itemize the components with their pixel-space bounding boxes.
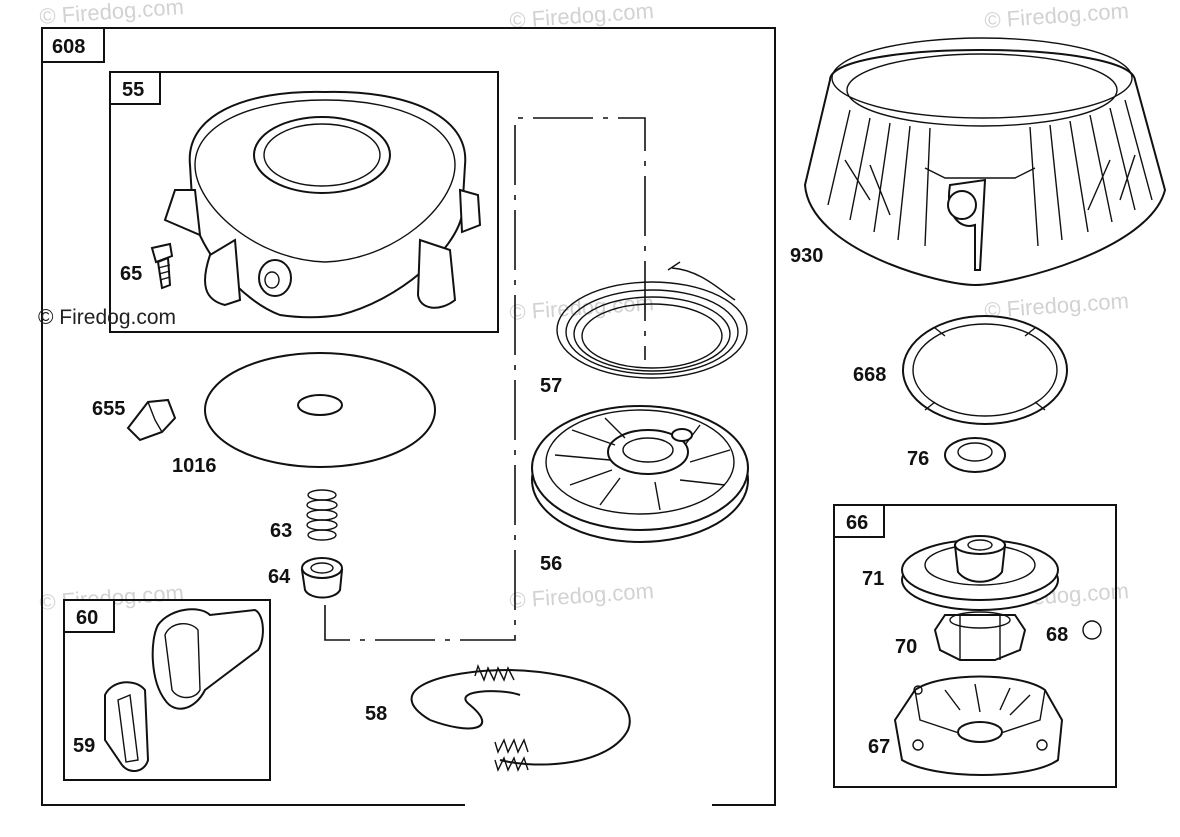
spring-part bbox=[306, 489, 338, 541]
label-63: 63 bbox=[270, 520, 292, 542]
label-76: 76 bbox=[907, 448, 929, 470]
label-655: 655 bbox=[92, 398, 125, 420]
box-label-66: 66 bbox=[846, 512, 868, 534]
washer-disc-part bbox=[204, 352, 436, 468]
label-1016: 1016 bbox=[172, 455, 217, 477]
label-668: 668 bbox=[853, 364, 886, 386]
outer-assembly-box: 608 bbox=[41, 27, 776, 806]
retainer-part bbox=[300, 557, 344, 599]
label-68: 68 bbox=[1046, 624, 1068, 646]
label-64: 64 bbox=[268, 566, 291, 588]
watermark: © Firedog.com bbox=[39, 0, 185, 29]
copyright-text: © Firedog.com bbox=[38, 306, 176, 329]
watermark: © Firedog.com bbox=[984, 0, 1130, 33]
pulley-part bbox=[531, 405, 749, 543]
clutch-nut-part bbox=[933, 611, 1027, 661]
label-56: 56 bbox=[540, 553, 562, 575]
recoil-spring-part bbox=[556, 261, 748, 379]
box-label-55: 55 bbox=[122, 79, 144, 101]
box-label-608: 608 bbox=[52, 36, 85, 58]
clutch-housing-part bbox=[893, 675, 1064, 776]
box-label-60: 60 bbox=[76, 607, 98, 629]
assembly-connector-line bbox=[324, 117, 646, 641]
clip-part bbox=[126, 398, 177, 442]
seal-part bbox=[944, 437, 1006, 473]
label-70: 70 bbox=[895, 636, 917, 658]
handle-grip-part bbox=[151, 608, 264, 710]
clutch-box: 66 bbox=[833, 504, 1117, 788]
housing-box: 55 bbox=[109, 71, 499, 333]
label-71: 71 bbox=[862, 568, 884, 590]
handle-box: 60 bbox=[63, 599, 271, 781]
bolt-part bbox=[150, 242, 174, 290]
ball-part bbox=[1082, 620, 1102, 640]
starter-housing-part bbox=[163, 90, 482, 319]
label-58: 58 bbox=[365, 703, 387, 725]
label-57: 57 bbox=[540, 375, 562, 397]
label-65: 65 bbox=[120, 263, 142, 285]
label-930: 930 bbox=[790, 245, 823, 267]
clutch-cup-part bbox=[901, 535, 1059, 611]
blower-screen-part bbox=[803, 37, 1167, 287]
watermark: © Firedog.com bbox=[509, 578, 655, 613]
starter-rope-part bbox=[410, 663, 631, 772]
ring-part bbox=[902, 315, 1068, 425]
label-59: 59 bbox=[73, 735, 95, 757]
handle-insert-part bbox=[104, 681, 150, 772]
label-67: 67 bbox=[868, 736, 890, 758]
